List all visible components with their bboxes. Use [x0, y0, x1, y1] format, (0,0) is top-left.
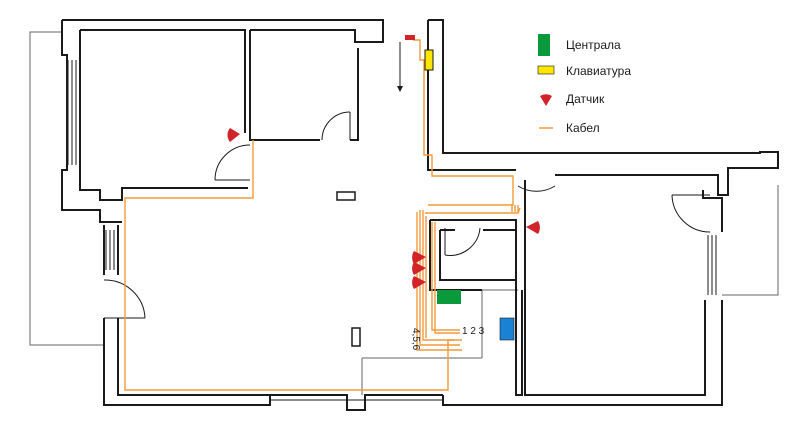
zone-label-1-2-3: 1 2 3	[462, 326, 485, 337]
legend: Централа Клавиатура Датчик Кабел	[537, 34, 631, 135]
thin-outline-lines	[29, 31, 779, 395]
legend-keypad-swatch	[537, 65, 555, 75]
legend-sensor-icon	[540, 94, 552, 106]
sensor-icon	[412, 276, 426, 289]
siren-marker	[405, 35, 415, 40]
legend-panel-label: Централа	[566, 38, 621, 52]
legend-panel-swatch	[538, 34, 550, 56]
sensor-icon	[526, 221, 540, 234]
legend-cable-label: Кабел	[566, 121, 600, 135]
keypad-device	[424, 49, 434, 71]
legend-sensor-label: Датчик	[566, 92, 605, 106]
entry-arrow-icon	[397, 42, 403, 92]
cable-runs	[124, 39, 521, 391]
sensor-icon	[412, 251, 426, 264]
devices	[227, 35, 540, 341]
walls	[61, 19, 779, 411]
sensor-icon	[412, 262, 426, 275]
doors	[103, 111, 711, 319]
control-panel-device	[437, 290, 461, 304]
legend-keypad-label: Клавиатура	[566, 64, 631, 78]
zone-label-4-5-6: 4,5,6	[410, 328, 421, 351]
blue-box	[499, 317, 515, 341]
sensor-icon	[227, 128, 240, 142]
